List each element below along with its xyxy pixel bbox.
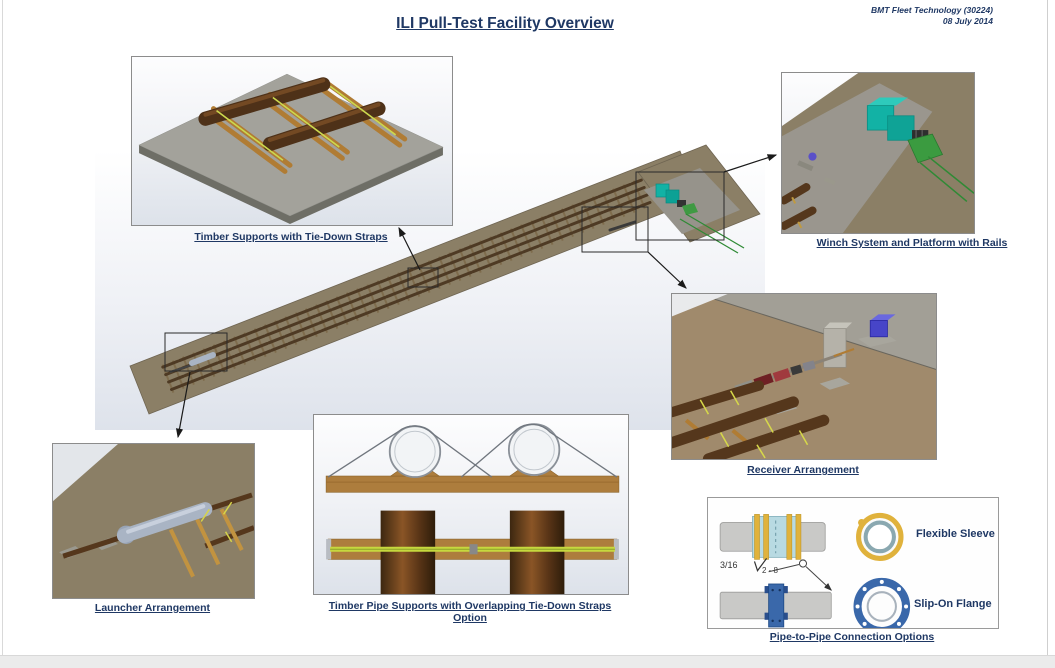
pipe-connections-label: Pipe-to-Pipe Connection Options <box>769 631 935 643</box>
weld-size-text: 3/16 <box>720 560 738 570</box>
rect-winch <box>635 171 725 241</box>
rect-timber-supports <box>407 267 439 288</box>
pipe-connections-illustration <box>719 512 911 628</box>
doc-date: 08 July 2014 <box>942 16 993 27</box>
rect-launcher <box>164 332 228 372</box>
staged-pipes <box>672 380 830 459</box>
winch-mini <box>644 168 745 254</box>
slip-on-flange-label: Slip-On Flange <box>914 598 992 610</box>
receiver-illustration <box>672 294 936 459</box>
slip-on-flange-front <box>853 577 911 628</box>
callout-timber-option <box>313 414 629 595</box>
pipes <box>198 77 386 152</box>
overlapping-straps <box>327 423 618 478</box>
page-edge-right <box>1047 0 1048 668</box>
callout-timber-supports <box>131 56 453 226</box>
page-bottom-strip <box>0 655 1055 668</box>
doc-header: BMT Fleet Technology (30224) 08 July 201… <box>871 5 993 28</box>
weld-spacing-text: 2 - 8 <box>762 566 779 575</box>
arrow-to-winch-box <box>723 154 778 173</box>
arrow-to-launcher-box <box>175 371 191 439</box>
winch-machine <box>866 97 944 164</box>
rect-receiver <box>581 206 649 253</box>
arrow-to-receiver-box <box>647 251 687 289</box>
tie-down-straps <box>216 85 397 161</box>
flexible-sleeve-side <box>719 514 826 560</box>
winch-illustration <box>782 73 974 233</box>
launcher-label: Launcher Arrangement <box>94 602 211 614</box>
weld-callout <box>753 558 833 591</box>
callout-source-rects <box>164 171 725 372</box>
doc-org: BMT Fleet Technology (30224) <box>870 5 993 15</box>
rails <box>919 155 974 202</box>
receiver-label: Receiver Arrangement <box>747 464 859 476</box>
timber-option-label: Timber Pipe Supports with Overlapping Ti… <box>328 600 612 624</box>
flexible-sleeve-front <box>856 512 904 561</box>
receiver-mark <box>608 220 637 232</box>
blue-cube <box>869 314 896 338</box>
launcher-illustration <box>53 444 254 598</box>
launcher-barrel <box>116 502 213 544</box>
callout-launcher <box>52 443 255 599</box>
timber-supports-illustration <box>138 73 444 224</box>
callout-pipe-connections: Flexible Sleeve Slip-On Flange 3/16 2 - … <box>707 497 999 629</box>
hanging-straps <box>168 508 244 578</box>
yellow-straps <box>200 501 233 543</box>
second-pipe <box>204 525 254 549</box>
timber-option-illustration <box>325 423 620 594</box>
pipe-strings <box>161 178 652 391</box>
callout-winch-system <box>781 72 975 234</box>
page-edge-left <box>2 0 3 668</box>
plan-view <box>326 510 619 594</box>
page-title: ILI Pull-Test Facility Overview <box>396 15 614 32</box>
slip-on-flange-side <box>719 583 832 628</box>
flexible-sleeve-label: Flexible Sleeve <box>916 528 995 540</box>
small-parts <box>782 152 836 230</box>
end-view <box>325 423 620 493</box>
leader-arrows <box>175 154 778 439</box>
arrow-to-timber-box <box>398 226 421 271</box>
winch-system-label: Winch System and Platform with Rails <box>816 237 1008 249</box>
timber-supports-label: Timber Supports with Tie-Down Straps <box>194 231 388 243</box>
weld-symbol-icon <box>753 558 768 572</box>
callout-receiver <box>671 293 937 460</box>
